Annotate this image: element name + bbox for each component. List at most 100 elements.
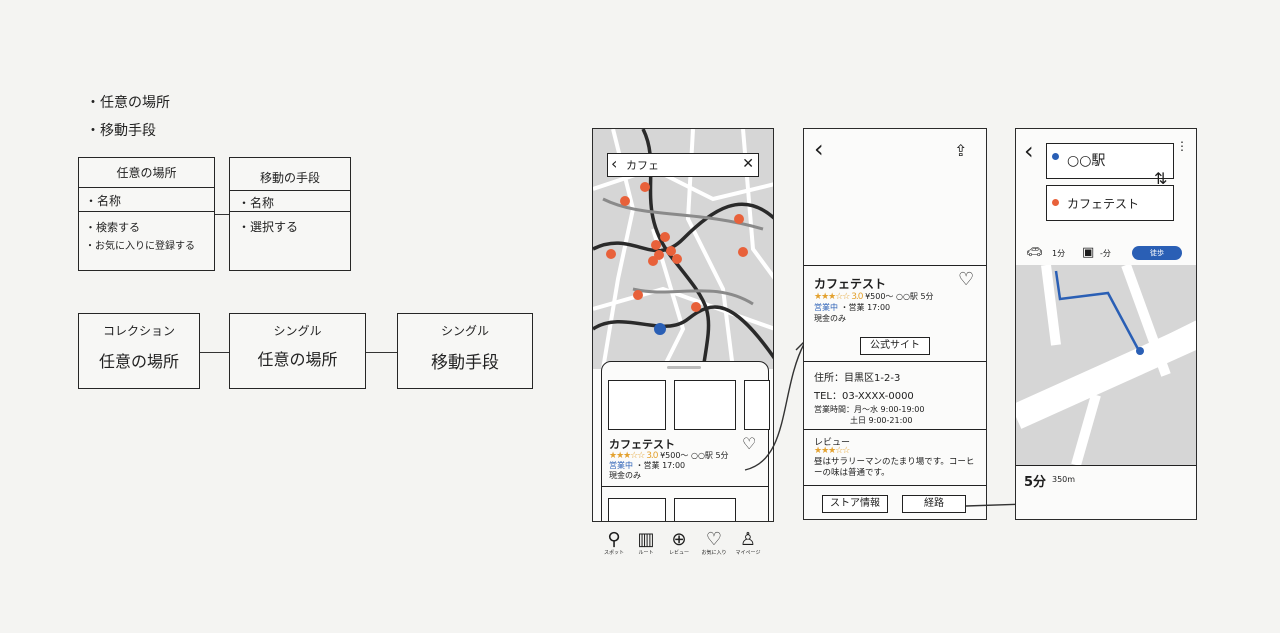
entity-operation: ・選択する [238, 220, 299, 234]
distance: ○○駅 5分 [895, 292, 934, 301]
entity-attribute: ・名称 [238, 196, 275, 210]
divider [79, 187, 214, 188]
plus-circle-icon: ⊕ [671, 529, 687, 550]
tab-mypage[interactable]: ♙マイページ [733, 530, 763, 564]
divider [230, 190, 350, 191]
business-hours-weekday: 月〜水 9:00-19:00 [854, 405, 925, 414]
connector-line [215, 214, 230, 215]
screen-route: ‹ ⋮ ○○駅 カフェテスト ⇅ 🚗︎ 1分 ▣ -分 徒歩 5分 350m [1015, 128, 1197, 520]
entity-title: 任意の場所 [116, 166, 177, 180]
divider [804, 265, 986, 266]
connector-line [366, 352, 398, 353]
detail-meta: ★★★☆☆ 3.0 ¥500〜 ○○駅 5分 [814, 292, 934, 302]
car-icon[interactable]: 🚗︎ [1026, 245, 1043, 260]
back-icon[interactable]: ‹ [1024, 137, 1034, 165]
current-location-dot [654, 323, 666, 335]
entity-operation: ・検索する [85, 221, 140, 234]
card-meta: ★★★☆☆ 3.0 ¥500〜 ○○駅 5分 [609, 451, 729, 461]
payment: 現金のみ [814, 314, 846, 323]
store-info-button[interactable]: ストア情報 [822, 495, 888, 513]
entity-attribute: ・名称 [85, 194, 122, 208]
flow-name: 移動手段 [431, 353, 499, 373]
note-bullet-1: ・任意の場所 [86, 95, 170, 111]
map-pin-icon: ⚲ [607, 529, 621, 550]
destination-marker [1136, 347, 1144, 355]
share-icon[interactable]: ⇪ [954, 141, 968, 160]
business-hours-label: 営業時間： [814, 405, 854, 414]
swap-icon[interactable]: ⇅ [1154, 169, 1168, 188]
status-open: 営業中 [814, 303, 838, 312]
route-map[interactable] [1016, 265, 1197, 465]
review-label: レビュー [814, 438, 851, 448]
status-open: 営業中 [609, 461, 633, 470]
flow-box-single-place: シングル 任意の場所 [229, 313, 366, 389]
price: ¥500〜 [865, 292, 894, 301]
result-thumbnail[interactable] [674, 498, 736, 521]
divider [804, 361, 986, 362]
business-hours: 営業時間：月〜水 9:00-19:00 [814, 405, 924, 415]
result-thumbnail[interactable] [744, 380, 770, 430]
screen-detail: ‹ ⇪ カフェテスト ♡ ★★★☆☆ 3.0 ¥500〜 ○○駅 5分 営業中 … [803, 128, 987, 520]
flow-name: 任意の場所 [257, 350, 338, 369]
review-rating: ★★★☆☆ [814, 446, 850, 456]
divider [602, 486, 768, 487]
entity-title: 移動の手段 [259, 171, 320, 185]
route-duration: 5分 [1024, 475, 1047, 490]
tab-review[interactable]: ⊕レビュー [664, 530, 694, 564]
results-sheet[interactable]: カフェテスト ♡ ★★★☆☆ 3.0 ¥500〜 ○○駅 5分 営業中 ・営業 … [601, 361, 770, 521]
distance: ○○駅 5分 [690, 451, 729, 460]
divider [804, 485, 986, 486]
hours: ・営業 17:00 [635, 461, 686, 470]
flow-box-single-transport: シングル 移動手段 [397, 313, 533, 389]
destination-dot-icon [1052, 199, 1059, 206]
heart-icon: ♡ [705, 529, 723, 550]
tel[interactable]: TEL：03-XXXX-0000 [814, 391, 914, 402]
result-thumbnail[interactable] [608, 498, 666, 521]
flow-arrow [744, 340, 807, 471]
card-title[interactable]: カフェテスト [609, 438, 675, 451]
map-icon: ▥ [637, 529, 655, 550]
destination-field[interactable]: カフェテスト [1046, 185, 1174, 221]
chevron-left-icon[interactable]: ‹ [611, 154, 618, 173]
official-site-button[interactable]: 公式サイト [860, 337, 930, 355]
mode-walk-pill[interactable]: 徒歩 [1132, 246, 1182, 260]
origin-text: ○○駅 [1067, 153, 1106, 169]
sheet-handle[interactable] [667, 366, 701, 369]
entity-box-transport: 移動の手段 ・名称 ・選択する [229, 157, 351, 271]
hours: ・営業 17:00 [840, 303, 891, 312]
train-icon[interactable]: ▣ [1082, 245, 1095, 260]
user-icon: ♙ [739, 529, 757, 550]
rating: ★★★☆☆ 3.0 [609, 451, 659, 461]
route-line [1054, 270, 1140, 350]
back-icon[interactable]: ‹ [814, 135, 824, 163]
heart-icon[interactable]: ♡ [958, 269, 975, 290]
flow-box-collection: コレクション 任意の場所 [78, 313, 200, 389]
connector-line [200, 352, 230, 353]
search-bar[interactable]: ‹ カフェ ✕ [607, 153, 759, 177]
detail-hours-row: 営業中 ・営業 17:00 [814, 303, 890, 313]
close-icon[interactable]: ✕ [742, 156, 754, 172]
review-text: 昼はサラリーマンのたまり場です。コーヒーの味は普通です。 [814, 457, 975, 478]
result-thumbnail[interactable] [608, 380, 666, 430]
flow-name: 任意の場所 [98, 352, 179, 371]
screen-map-search: ‹ カフェ ✕ カフェテスト ♡ ★★★☆☆ 3.0 ¥500〜 ○○駅 5分 … [592, 128, 774, 522]
route-button[interactable]: 経路 [902, 495, 966, 513]
origin-field[interactable]: ○○駅 [1046, 143, 1174, 179]
card-hours-row: 営業中 ・営業 17:00 [609, 461, 685, 471]
tab-spot[interactable]: ⚲スポット [599, 530, 629, 564]
result-thumbnail[interactable] [674, 380, 736, 430]
tab-route[interactable]: ▥ルート [631, 530, 661, 564]
heart-icon[interactable]: ♡ [742, 434, 757, 453]
flow-kind: シングル [440, 324, 489, 338]
destination-text: カフェテスト [1067, 197, 1140, 211]
search-input[interactable]: カフェ [626, 159, 659, 172]
more-icon[interactable]: ⋮ [1176, 139, 1188, 153]
price: ¥500〜 [660, 451, 691, 460]
business-hours-weekend: 土日 9:00-21:00 [850, 416, 913, 425]
divider [804, 429, 986, 430]
mode-train-time: -分 [1100, 249, 1111, 258]
tab-favorites[interactable]: ♡お気に入り [699, 530, 729, 564]
entity-operation: ・お気に入りに登録する [85, 241, 195, 252]
mode-car-time: 1分 [1052, 249, 1066, 258]
detail-title: カフェテスト [814, 277, 887, 291]
